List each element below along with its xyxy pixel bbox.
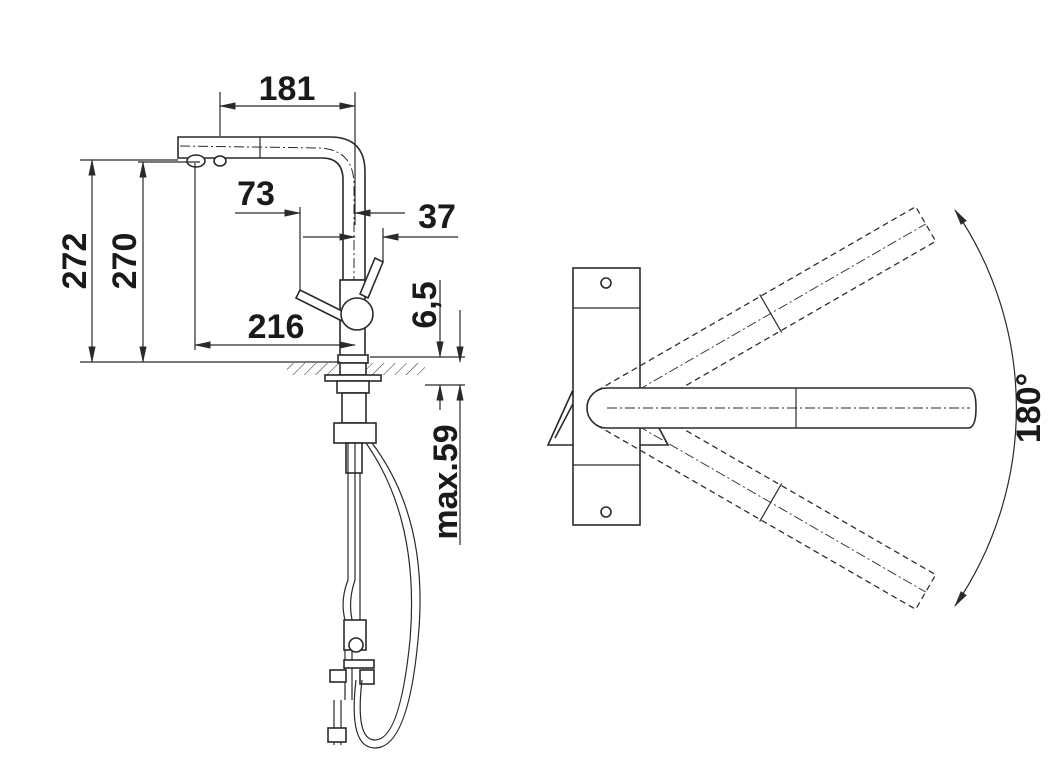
pull-out-hose — [359, 442, 413, 741]
dim-spout-reach: 181 — [259, 70, 316, 108]
nozzle — [186, 154, 206, 168]
lever-ball — [340, 297, 374, 331]
side-view: 181 272 270 216 73 37 6,5 max.59 — [56, 70, 465, 749]
dim-swivel-angle: 180° — [1010, 373, 1048, 443]
spout-top-view — [586, 387, 977, 429]
dim-deck-gap: 6,5 — [406, 281, 444, 328]
dim-max-deck-thickness: max.59 — [427, 424, 465, 539]
dim-height-outlet: 270 — [106, 233, 144, 290]
dim-lever-front: 73 — [237, 175, 275, 213]
lever-back — [358, 256, 385, 300]
dim-base-to-outlet: 216 — [248, 308, 305, 346]
top-view: 180° — [546, 205, 1048, 611]
dim-height-total: 272 — [56, 233, 94, 290]
dim-lever-back: 37 — [418, 198, 456, 236]
swivel-arc — [954, 209, 1017, 607]
